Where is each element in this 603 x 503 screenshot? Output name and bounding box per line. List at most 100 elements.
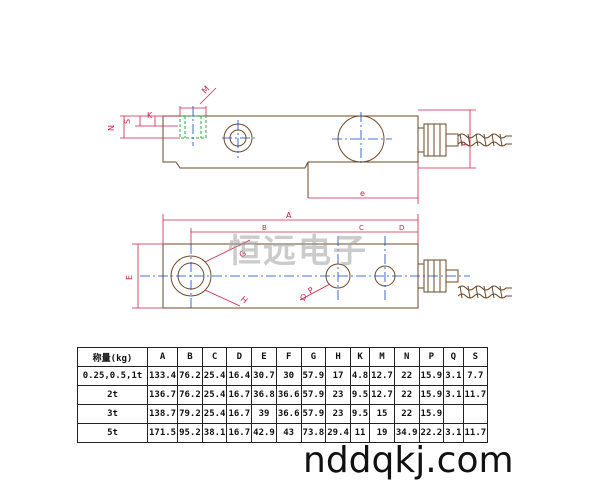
table-cell: 36.6 bbox=[275, 385, 302, 405]
side-centerlines bbox=[192, 106, 392, 166]
table-cell: 23 bbox=[325, 404, 351, 424]
table-cell: 95.2 bbox=[177, 423, 203, 443]
label-E: E bbox=[125, 275, 134, 280]
label-S: S bbox=[123, 119, 132, 124]
table-header-cell: P bbox=[418, 347, 445, 367]
table-cell: 11.7 bbox=[462, 385, 489, 405]
label-N: N bbox=[107, 125, 116, 131]
table-cell: 16.4 bbox=[226, 366, 253, 386]
table-cell: 3.1 bbox=[443, 385, 464, 405]
side-view bbox=[162, 115, 459, 198]
table-cell: 3.1 bbox=[443, 366, 464, 386]
table-cell: 22 bbox=[393, 404, 420, 424]
side-dimensions bbox=[120, 87, 476, 204]
top-cable bbox=[457, 285, 512, 299]
table-cell bbox=[462, 404, 489, 424]
table-header-cell: M bbox=[369, 347, 395, 367]
site-url: nddqkj.com bbox=[303, 440, 514, 481]
table-cell: 5t bbox=[77, 423, 148, 443]
table-cell: 76.2 bbox=[177, 366, 203, 386]
label-e: e bbox=[360, 189, 365, 198]
table-cell: 23 bbox=[325, 385, 351, 405]
label-K: K bbox=[147, 111, 153, 120]
table-cell: 25.4 bbox=[201, 385, 228, 405]
table-header-cell: 称量(kg) bbox=[77, 347, 148, 367]
table-cell: 4.8 bbox=[349, 366, 371, 386]
table-cell: 79.2 bbox=[177, 404, 203, 424]
table-cell: 15.9 bbox=[418, 366, 445, 386]
load-cell-drawing: N S K M e F bbox=[107, 84, 512, 310]
table-cell: 36.8 bbox=[251, 385, 277, 405]
table-cell: 11 bbox=[349, 423, 371, 443]
table-cell: 25.4 bbox=[201, 366, 228, 386]
label-M: M bbox=[200, 84, 211, 95]
table-cell: 171.5 bbox=[146, 423, 179, 443]
table-cell: 36.6 bbox=[275, 404, 302, 424]
table-cell: 9.5 bbox=[349, 385, 371, 405]
table-cell: 15.9 bbox=[418, 385, 445, 405]
table-cell: 12.7 bbox=[369, 366, 395, 386]
table-header-cell: H bbox=[325, 347, 351, 367]
table-header-cell: C bbox=[201, 347, 228, 367]
table-cell: 138.7 bbox=[146, 404, 179, 424]
label-C: C bbox=[359, 224, 364, 232]
table-header-cell: A bbox=[146, 347, 179, 367]
top-dimensions bbox=[132, 214, 419, 309]
table-header-cell: K bbox=[349, 347, 371, 367]
label-A: A bbox=[286, 211, 292, 220]
table-cell: 16.7 bbox=[226, 385, 253, 405]
table-cell: 133.4 bbox=[146, 366, 179, 386]
table-cell: 43 bbox=[275, 423, 302, 443]
table-cell: 22 bbox=[393, 385, 420, 405]
table-cell: 76.2 bbox=[177, 385, 203, 405]
table-cell: 16.7 bbox=[226, 404, 253, 424]
label-Q: Q bbox=[300, 293, 306, 302]
table-cell: 3.1 bbox=[443, 423, 464, 443]
table-cell: 12.7 bbox=[369, 385, 395, 405]
table-header-cell: S bbox=[462, 347, 489, 367]
table-cell: 57.9 bbox=[300, 366, 327, 386]
label-G: G bbox=[238, 249, 249, 260]
table-cell: 42.9 bbox=[251, 423, 277, 443]
table-header-cell: Q bbox=[443, 347, 464, 367]
table-cell: 16.7 bbox=[226, 423, 253, 443]
table-header-cell: B bbox=[177, 347, 203, 367]
label-B: B bbox=[262, 224, 267, 232]
table-cell: 25.4 bbox=[201, 404, 228, 424]
table-cell: 57.9 bbox=[300, 404, 327, 424]
table-cell: 22 bbox=[393, 366, 420, 386]
table-cell: 0.25,0.5,1t bbox=[77, 366, 148, 386]
table-cell: 7.7 bbox=[462, 366, 489, 386]
table-cell: 30 bbox=[275, 366, 302, 386]
watermark: 恒远电子 bbox=[228, 231, 368, 270]
table-cell: 30.7 bbox=[251, 366, 277, 386]
table-cell: 34.9 bbox=[393, 423, 420, 443]
table-cell: 136.7 bbox=[146, 385, 179, 405]
table-cell: 9.5 bbox=[349, 404, 371, 424]
table-cell: 17 bbox=[325, 366, 351, 386]
label-F: F bbox=[461, 141, 470, 146]
label-H: H bbox=[239, 295, 249, 306]
table-cell: 39 bbox=[251, 404, 277, 424]
table-cell: 57.9 bbox=[300, 385, 327, 405]
table-cell: 11.7 bbox=[462, 423, 489, 443]
side-cable bbox=[457, 133, 512, 147]
table-cell: 3t bbox=[77, 404, 148, 424]
label-D: D bbox=[399, 224, 404, 232]
top-centerlines bbox=[140, 236, 470, 310]
table-header-cell: G bbox=[300, 347, 327, 367]
table-header-cell: F bbox=[275, 347, 302, 367]
label-P: P bbox=[307, 285, 316, 295]
table-cell: 29.4 bbox=[325, 423, 351, 443]
table-header-cell: N bbox=[393, 347, 420, 367]
table-cell bbox=[443, 404, 464, 424]
table-header-cell: E bbox=[251, 347, 277, 367]
table-cell: 2t bbox=[77, 385, 148, 405]
